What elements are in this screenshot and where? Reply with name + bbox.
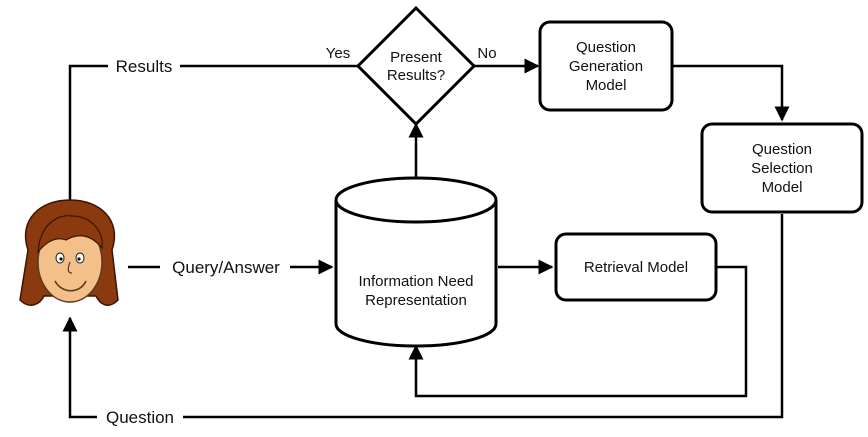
retrieval-model-label: Retrieval Model	[584, 259, 688, 276]
information-need-line2: Representation	[365, 292, 467, 309]
query-answer-label: Query/Answer	[172, 258, 280, 277]
decision-label-line2: Results?	[387, 67, 445, 84]
user-avatar	[19, 199, 119, 306]
retrieval-to-representation-edge	[408, 265, 748, 398]
information-need-line1: Information Need	[358, 273, 473, 290]
information-need-representation: Information Need Representation	[334, 176, 498, 348]
decision-label-line1: Present	[390, 49, 443, 66]
generation-to-selection-edge	[672, 64, 790, 122]
question-selection-line1: Question	[752, 141, 812, 158]
question-generation-model: Question Generation Model	[538, 20, 674, 112]
results-edge	[62, 64, 358, 216]
no-label: No	[477, 45, 496, 62]
question-edge	[62, 214, 784, 419]
yes-label: Yes	[326, 45, 350, 62]
question-selection-line3: Model	[762, 179, 803, 196]
retrieval-model: Retrieval Model	[554, 232, 718, 302]
question-generation-line3: Model	[586, 77, 627, 94]
results-label: Results	[116, 57, 173, 76]
question-generation-line1: Question	[576, 39, 636, 56]
question-selection-model: Question Selection Model	[700, 122, 864, 214]
question-label: Question	[106, 408, 174, 427]
question-generation-line2: Generation	[569, 58, 643, 75]
question-selection-line2: Selection	[751, 160, 813, 177]
present-results-decision: Present Results?	[355, 5, 477, 127]
